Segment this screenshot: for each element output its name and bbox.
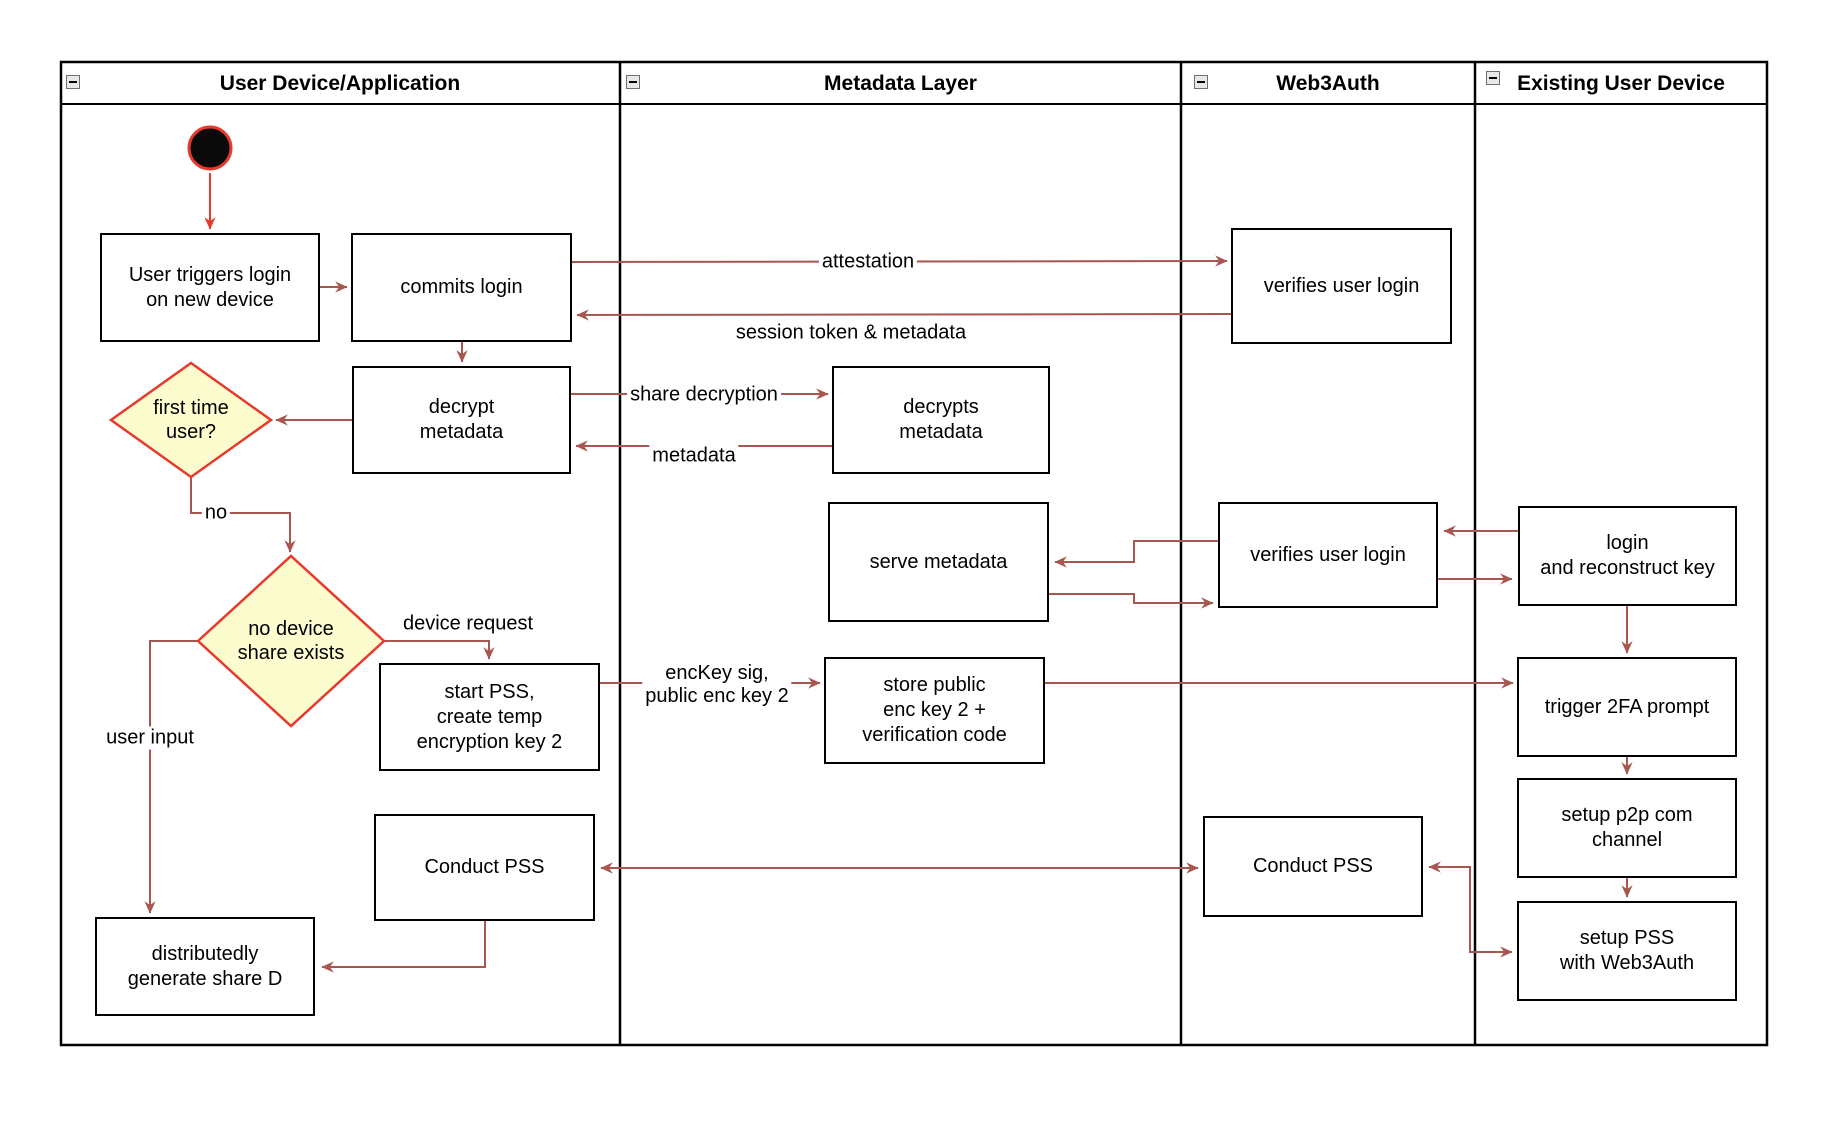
edge-label-device-request: device request (399, 612, 537, 636)
node-label: User triggers login (128, 263, 292, 286)
edge-device-request (384, 640, 495, 660)
edge-label-user-input: user input (103, 726, 197, 750)
decision-label-line: share exists (237, 642, 345, 664)
node-label: channel (1591, 829, 1663, 851)
decision-label-no-device-share: no device share exists (238, 617, 345, 665)
start-node[interactable] (187, 125, 233, 171)
node-label: verifies user login (1250, 543, 1406, 566)
decision-no-device-share[interactable] (196, 554, 386, 728)
node-label: create temp (436, 705, 543, 728)
node-conduct-pss-web3[interactable]: Conduct PSS (1203, 816, 1423, 917)
decision-label-first-time-user: first time user? (153, 396, 229, 444)
lane-title-existing-device: Existing User Device (1517, 71, 1725, 95)
edge-label-no: no (201, 501, 231, 525)
node-decrypts-metadata[interactable]: decrypts metadata (832, 366, 1050, 474)
node-label: trigger 2FA prompt (1544, 695, 1710, 718)
collapse-lane-icon[interactable] (1486, 71, 1500, 85)
minus-icon (1197, 81, 1205, 83)
node-label: verifies user login (1263, 274, 1420, 297)
node-label: enc key 2 + (883, 699, 986, 721)
node-generate-share-d[interactable]: distributedly generate share D (95, 917, 315, 1016)
node-setup-p2p[interactable]: setup p2p com channel (1517, 778, 1737, 878)
collapse-lane-icon[interactable] (66, 75, 80, 89)
node-trigger-2fa[interactable]: trigger 2FA prompt (1517, 657, 1737, 757)
minus-icon (629, 81, 637, 83)
node-label: Conduct PSS (1252, 855, 1374, 877)
node-label: store public (883, 674, 986, 696)
node-serve-metadata[interactable]: serve metadata (828, 502, 1049, 622)
node-setup-pss[interactable]: setup PSS with Web3Auth (1517, 901, 1737, 1001)
edge-verifies-to-serve (1054, 540, 1218, 568)
edge-conduct-to-generate (321, 921, 486, 973)
node-label: on new device (146, 288, 274, 311)
node-label: verification code (862, 724, 1007, 746)
node-label: login (1606, 532, 1649, 554)
edge-label-share-decryption: share decryption (627, 383, 781, 407)
lane-title-web3auth: Web3Auth (1276, 71, 1380, 95)
edge-session-token (576, 309, 1232, 321)
node-label: decrypt (428, 396, 495, 418)
lane-title-user-device: User Device/Application (219, 71, 461, 95)
lane-title-metadata-layer: Metadata Layer (824, 71, 977, 95)
node-label: generate share D (127, 967, 283, 990)
node-label: setup PSS (1579, 927, 1675, 949)
node-user-triggers-login[interactable]: User triggers login on new device (100, 233, 320, 342)
node-label: setup p2p com (1561, 804, 1693, 826)
node-store-public-enc-key[interactable]: store public enc key 2 + verification co… (824, 657, 1045, 764)
edge-label-session-token: session token & metadata (732, 321, 970, 345)
edge-label-metadata: metadata (649, 444, 739, 468)
edge-label-attestation: attestation (818, 250, 918, 274)
node-label: encryption key 2 (416, 730, 563, 753)
node-label: with Web3Auth (1559, 952, 1695, 974)
edge-label-enckey: encKey sig, public enc key 2 (642, 662, 792, 708)
node-decrypt-metadata[interactable]: decrypt metadata (352, 366, 571, 474)
minus-icon (69, 81, 77, 83)
decision-label-line: user? (165, 421, 217, 443)
node-label: Conduct PSS (424, 856, 545, 878)
node-start-pss[interactable]: start PSS, create temp encryption key 2 (379, 663, 600, 771)
edge-user-input (144, 640, 198, 914)
node-verifies-user-login-top[interactable]: verifies user login (1231, 228, 1452, 344)
collapse-lane-icon[interactable] (1194, 75, 1208, 89)
node-label: start PSS, (444, 680, 535, 703)
node-label: distributedly (151, 942, 259, 965)
node-label: metadata (419, 421, 504, 443)
decision-label-line: no device (248, 618, 334, 640)
edge-label-line: public enc key 2 (645, 685, 789, 707)
node-label: metadata (899, 421, 983, 443)
node-label: and reconstruct key (1540, 557, 1715, 579)
node-verifies-user-login-mid[interactable]: verifies user login (1218, 502, 1438, 608)
edge-label-line: encKey sig, (665, 662, 769, 684)
edge-setuppss-conductpss (1428, 861, 1513, 958)
node-commits-login[interactable]: commits login (351, 233, 572, 342)
node-label: commits login (400, 276, 523, 298)
collapse-lane-icon[interactable] (626, 75, 640, 89)
decision-first-time-user[interactable] (108, 361, 274, 479)
edge-serve-to-verifies (1049, 593, 1214, 609)
minus-icon (1489, 77, 1497, 79)
node-label: decrypts (903, 396, 979, 418)
pool-border (59, 60, 1769, 1047)
node-conduct-pss-user[interactable]: Conduct PSS (374, 814, 595, 921)
node-login-reconstruct-key[interactable]: login and reconstruct key (1518, 506, 1737, 606)
node-label: serve metadata (869, 550, 1008, 573)
decision-label-line: first time (153, 397, 229, 419)
edge-no (190, 477, 296, 553)
